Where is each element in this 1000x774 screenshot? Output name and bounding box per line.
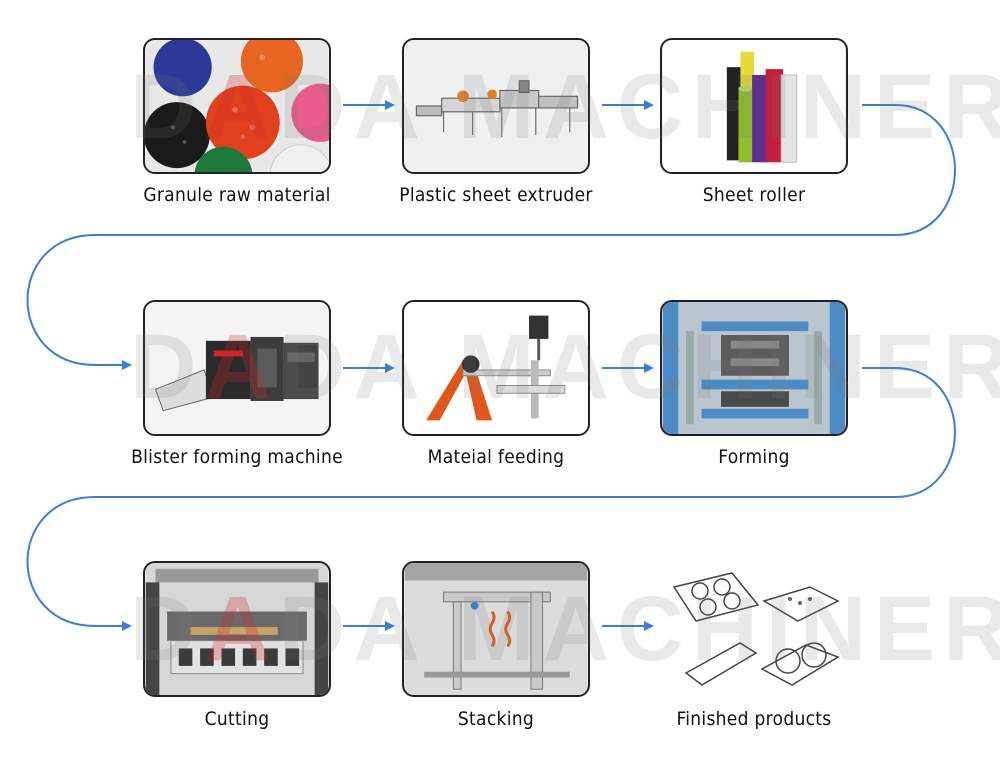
step-granule-image: [143, 38, 331, 174]
granule-picture: [145, 40, 329, 172]
step-stacking-label: Stacking: [457, 708, 535, 730]
cutting-picture: [145, 563, 329, 695]
finished-picture: [660, 561, 848, 697]
extruder-picture: [404, 40, 588, 172]
step-extruder-image: [402, 38, 590, 174]
connector-row2-row3: [26, 367, 956, 631]
step-stacking-image: [402, 561, 590, 697]
step-feeding-image: [402, 300, 590, 436]
step-blister-image: [143, 300, 331, 436]
step-forming-label: Forming: [718, 446, 790, 468]
step-granule-label: Granule raw material: [143, 184, 331, 206]
step-roller-label: Sheet roller: [702, 184, 806, 206]
stacking-picture: [404, 563, 588, 695]
step-roller-image: [660, 38, 848, 174]
connector-row1-row2: [26, 104, 956, 370]
roller-picture: [662, 40, 846, 172]
step-forming-image: [660, 300, 848, 436]
step-extruder-label: Plastic sheet extruder: [399, 184, 593, 206]
step-feeding-label: Mateial feeding: [427, 446, 565, 468]
step-cutting-image: [143, 561, 331, 697]
step-finished-label: Finished products: [676, 708, 832, 730]
blister-picture: [145, 302, 329, 434]
step-cutting-label: Cutting: [204, 708, 270, 730]
step-finished-image: [660, 561, 848, 697]
feeding-picture: [404, 302, 588, 434]
step-blister-label: Blister forming machine: [131, 446, 343, 468]
forming-picture: [662, 302, 846, 434]
